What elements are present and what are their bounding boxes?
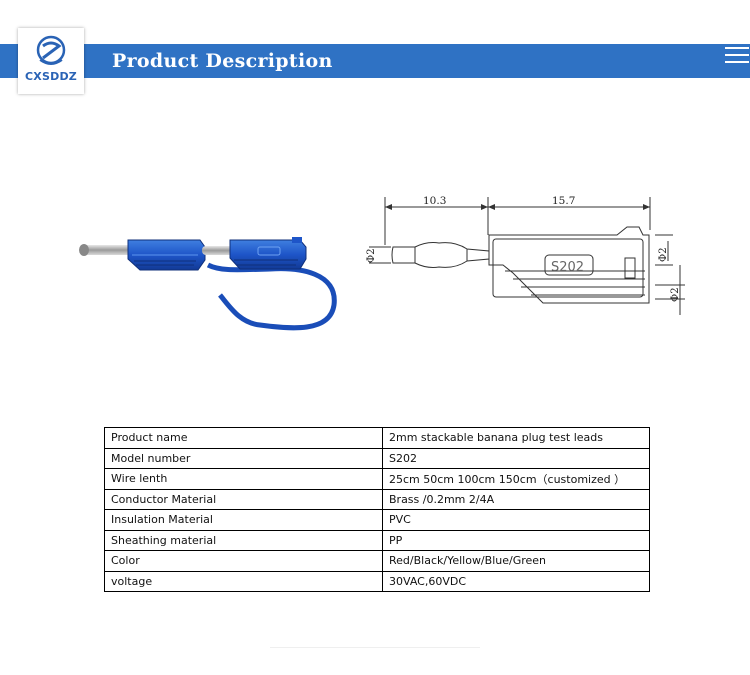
spec-key: Insulation Material: [104, 509, 383, 531]
spec-value: Red/Black/Yellow/Blue/Green: [382, 550, 650, 572]
spec-value: Brass /0.2mm 2/4A: [382, 488, 650, 510]
dia-right-bottom-label: Φ2: [670, 287, 681, 302]
spec-key: Conductor Material: [104, 488, 383, 510]
drawing-model-label: S202: [551, 260, 584, 275]
page-title: Product Description: [112, 50, 333, 72]
spec-key: Sheathing material: [104, 529, 383, 551]
spec-value: 2mm stackable banana plug test leads: [382, 427, 650, 449]
logo-text: CXSDDZ: [25, 70, 77, 83]
spec-key: Product name: [104, 427, 383, 449]
spec-value: 25cm 50cm 100cm 150cm（customized ）: [382, 468, 650, 490]
table-row: Sheathing material PP: [104, 529, 650, 551]
dia-left-label: Φ2: [366, 248, 377, 263]
logo-emblem-icon: [36, 35, 66, 65]
table-row: Insulation Material PVC: [104, 509, 650, 531]
spec-value: 30VAC,60VDC: [382, 570, 650, 592]
spec-key: Model number: [104, 447, 383, 469]
table-row: voltage 30VAC,60VDC: [104, 570, 650, 592]
table-row: Conductor Material Brass /0.2mm 2/4A: [104, 488, 650, 510]
spec-table: Product name 2mm stackable banana plug t…: [104, 427, 650, 592]
divider: [270, 647, 480, 648]
table-row: Model number S202: [104, 447, 650, 469]
dim-right-label: 15.7: [552, 195, 575, 207]
menu-icon[interactable]: [725, 47, 749, 75]
spec-key: voltage: [104, 570, 383, 592]
table-row: Color Red/Black/Yellow/Blue/Green: [104, 550, 650, 572]
spec-value: PVC: [382, 509, 650, 531]
table-row: Product name 2mm stackable banana plug t…: [104, 427, 650, 449]
spec-key: Color: [104, 550, 383, 572]
brand-logo: CXSDDZ: [18, 28, 84, 94]
header-banner: [0, 44, 750, 78]
table-row: Wire lenth 25cm 50cm 100cm 150cm（customi…: [104, 468, 650, 490]
spec-value: S202: [382, 447, 650, 469]
spec-key: Wire lenth: [104, 468, 383, 490]
dim-left-label: 10.3: [423, 195, 446, 207]
spec-value: PP: [382, 529, 650, 551]
product-photo: [79, 237, 337, 331]
dia-right-top-label: Φ2: [658, 247, 669, 262]
technical-drawing: 10.3 15.7 S202 Φ2 Φ2 Φ2: [366, 195, 685, 315]
